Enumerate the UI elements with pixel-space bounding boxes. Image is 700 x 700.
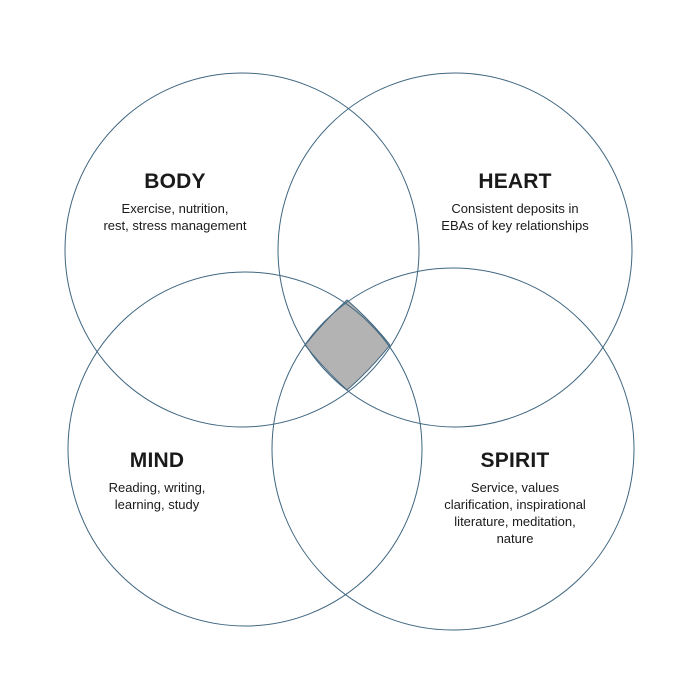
mind-quadrant: MIND Reading, writing, learning, study (57, 449, 257, 513)
spirit-description-line: literature, meditation, (454, 514, 576, 529)
spirit-description-line: clarification, inspirational (444, 497, 586, 512)
heart-quadrant: HEART Consistent deposits in EBAs of key… (415, 170, 615, 234)
heart-description-line: EBAs of key relationships (441, 218, 589, 233)
mind-description-line: learning, study (114, 497, 200, 512)
spirit-description-line: nature (496, 531, 534, 546)
spirit-description-line: Service, values (470, 480, 560, 495)
body-quadrant: BODY Exercise, nutrition, rest, stress m… (75, 170, 275, 234)
mind-title: MIND (129, 449, 185, 472)
heart-description-line: Consistent deposits in (451, 201, 579, 216)
body-title: BODY (144, 170, 206, 193)
heart-circle (277, 72, 633, 428)
spirit-quadrant: SPIRIT Service, values clarification, in… (415, 449, 615, 547)
center-overlap-region (304, 299, 391, 391)
spirit-title: SPIRIT (480, 449, 550, 472)
body-description-line: rest, stress management (103, 218, 247, 233)
body-circle (64, 72, 420, 428)
spirit-circle (271, 267, 635, 631)
mind-description-line: Reading, writing, (108, 480, 206, 495)
heart-title: HEART (478, 170, 552, 193)
mind-circle (67, 271, 423, 627)
body-description-line: Exercise, nutrition, (121, 201, 229, 216)
